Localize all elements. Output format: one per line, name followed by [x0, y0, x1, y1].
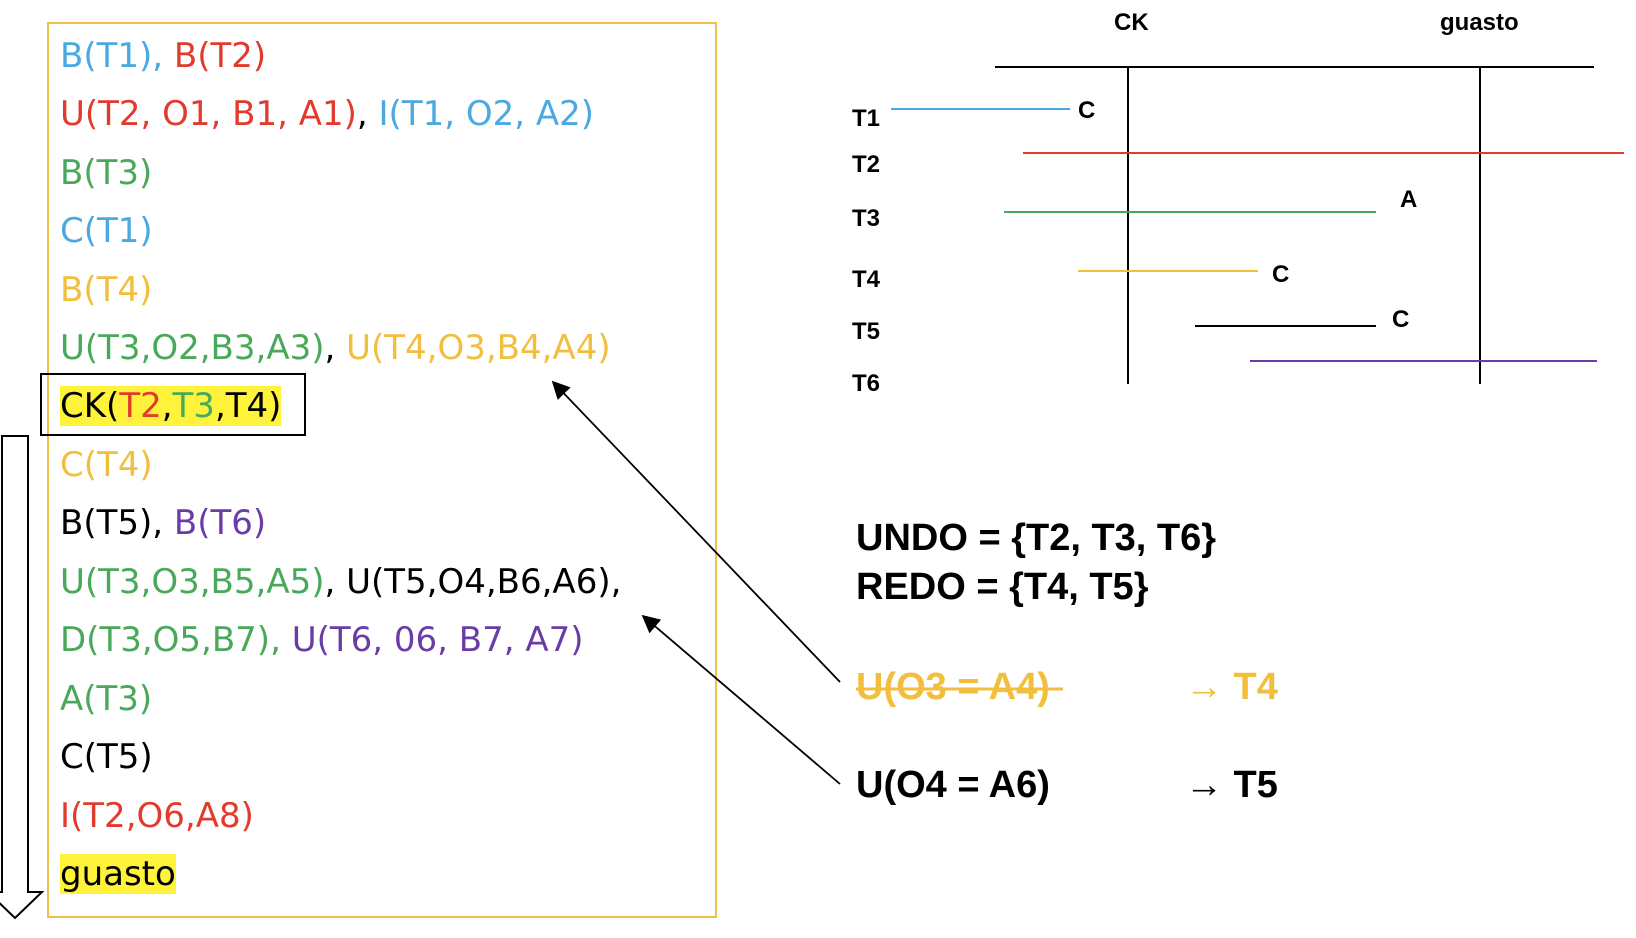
timeline-end-mark-t1: C [1078, 97, 1096, 124]
timeline-label-t3: T3 [852, 205, 881, 232]
log-entry: B(T6) [173, 503, 267, 543]
log-entry: B(T5) [60, 503, 153, 543]
operation-undone: U(O3 = A4) [856, 666, 1050, 708]
timeline-label-t6: T6 [852, 370, 881, 397]
timeline-end-mark-t4: C [1272, 261, 1290, 288]
checkpoint-record: CK(T2,T3,T4) [60, 386, 282, 426]
log-line-1: B(T1), B(T2) [60, 33, 266, 79]
ck-t3: T3 [172, 386, 215, 426]
log-line-14: I(T2,O6,A8) [60, 793, 254, 839]
log-entry: C(T1) [60, 211, 153, 251]
timeline-label-t5: T5 [852, 318, 881, 345]
log-entry: A(T3) [60, 679, 153, 719]
timeline-label-t1: T1 [852, 105, 881, 132]
redo-set: REDO = {T4, T5} [856, 566, 1149, 608]
log-entry: U(T3,O3,B5,A5) [60, 562, 325, 602]
log-line-9: B(T5), B(T6) [60, 500, 266, 546]
timeline-header-ck: CK [1114, 9, 1149, 36]
log-line-3: B(T3) [60, 150, 152, 196]
log-line-12: A(T3) [60, 676, 152, 722]
log-line-4: C(T1) [60, 208, 153, 254]
log-entry: C(T5) [60, 737, 153, 777]
log-entry: U(T3,O2,B3,A3) [60, 328, 325, 368]
log-entry: B(T3) [60, 153, 153, 193]
log-entry: I(T1, O2, A2) [378, 94, 595, 134]
log-entry: D(T3,O5,B7) [60, 620, 271, 660]
log-entry: B(T1) [60, 36, 153, 76]
log-separator: , [610, 562, 622, 602]
ck-comma: , [161, 386, 173, 426]
log-line-6: U(T3,O2,B3,A3), U(T4,O3,B4,A4) [60, 325, 611, 371]
log-line-8: C(T4) [60, 442, 153, 488]
timeline-end-mark-t5: C [1392, 306, 1410, 333]
operation-redo: U(O4 = A6) [856, 764, 1050, 806]
log-line-13: C(T5) [60, 734, 153, 780]
timeline-label-t4: T4 [852, 266, 881, 293]
pointer-arrow-o4 [641, 614, 841, 785]
checkpoint-frame [40, 373, 306, 436]
log-line-5: B(T4) [60, 267, 152, 313]
operation-undone-target: → T4 [1185, 666, 1278, 708]
log-separator: , [356, 94, 379, 134]
log-line-10: U(T3,O3,B5,A5), U(T5,O4,B6,A6), [60, 559, 621, 605]
log-box [47, 22, 717, 918]
log-entry: C(T4) [60, 445, 153, 485]
log-entry: U(T2, O1, B1, A1) [60, 94, 357, 134]
log-separator: , [152, 503, 174, 543]
ck-comma: , [214, 386, 226, 426]
log-entry: U(T5,O4,B6,A6) [346, 562, 611, 602]
log-separator: , [324, 328, 347, 368]
log-entry: B(T4) [60, 270, 153, 310]
log-line-11: D(T3,O5,B7), U(T6, 06, B7, A7) [60, 617, 583, 663]
log-line-15: guasto [60, 851, 176, 897]
log-entry: B(T2) [173, 36, 267, 76]
timeline-label-t2: T2 [852, 151, 881, 178]
undo-set: UNDO = {T2, T3, T6} [856, 517, 1217, 559]
fault-record: guasto [60, 854, 176, 894]
timeline-end-mark-t3: A [1400, 186, 1418, 213]
log-entry: U(T6, 06, B7, A7) [291, 620, 584, 660]
log-entry: U(T4,O3,B4,A4) [346, 328, 611, 368]
ck-open: CK( [60, 386, 120, 426]
log-line-2: U(T2, O1, B1, A1), I(T1, O2, A2) [60, 91, 594, 137]
timeline-header-fault: guasto [1440, 9, 1519, 36]
ck-t4: T4 [225, 386, 269, 426]
log-entry: I(T2,O6,A8) [60, 796, 254, 836]
log-separator: , [324, 562, 347, 602]
time-arrow [0, 435, 45, 920]
ck-t2: T2 [119, 386, 162, 426]
log-separator: , [270, 620, 292, 660]
operation-redo-target: → T5 [1185, 764, 1278, 806]
pointer-arrow-o3 [551, 380, 841, 683]
log-line-7-checkpoint: CK(T2,T3,T4) [60, 383, 282, 429]
log-separator: , [152, 36, 174, 76]
ck-close: ) [268, 386, 282, 426]
